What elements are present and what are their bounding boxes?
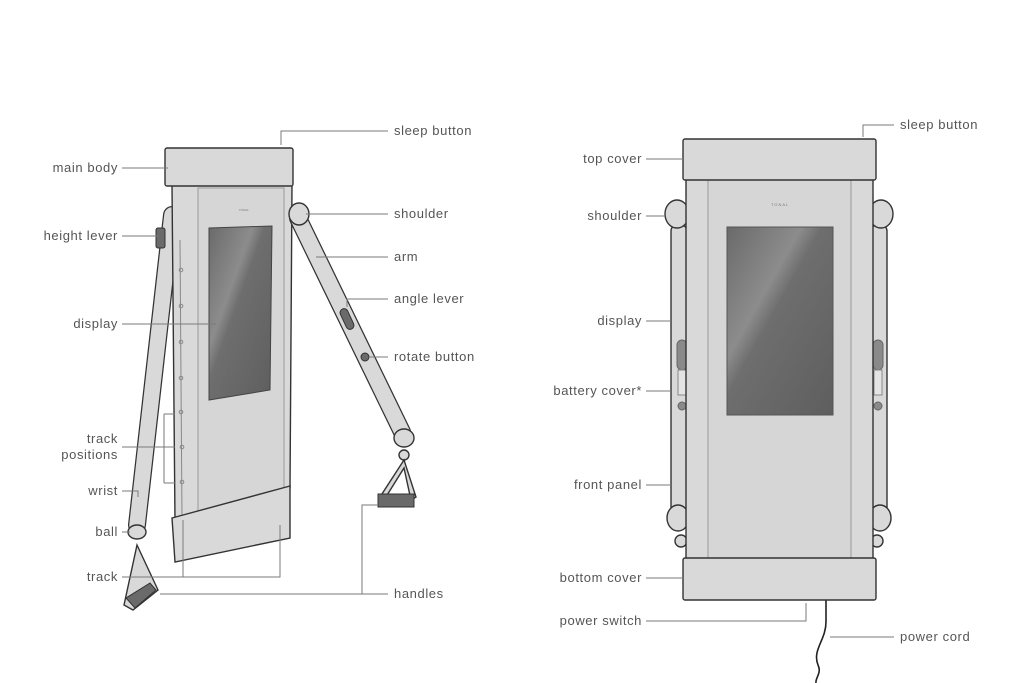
label-sleep-button: sleep button [900, 117, 978, 132]
label-ball: ball [95, 524, 118, 539]
label-track: track [87, 569, 118, 584]
left-device: TONAL [44, 123, 475, 611]
label-handles: handles [394, 586, 444, 601]
label-power-cord: power cord [900, 629, 970, 644]
display-screen [208, 225, 273, 401]
right-device: TONAL top cover shoulder display battery… [553, 117, 978, 683]
angle-lever[interactable] [339, 307, 356, 330]
label-bottom-cover: bottom cover [560, 570, 642, 585]
power-cord [815, 600, 827, 683]
brand-mark: TONAL [771, 202, 789, 207]
display-screen [726, 226, 834, 416]
label-wrist: wrist [87, 483, 118, 498]
left-arm [123, 206, 181, 611]
label-arm: arm [394, 249, 418, 264]
left-leader-lines [122, 130, 388, 595]
label-shoulder: shoulder [394, 206, 449, 221]
label-top-cover: top cover [583, 151, 642, 166]
rotate-button[interactable] [360, 352, 370, 362]
label-rotate-button: rotate button [394, 349, 475, 364]
ball-icon [127, 524, 147, 540]
bottom-cover [682, 557, 877, 601]
label-main-body: main body [53, 160, 118, 175]
label-shoulder: shoulder [587, 208, 642, 223]
brand-mark: TONAL [239, 208, 249, 212]
label-track-positions-line2: positions [61, 447, 118, 462]
label-sleep-button: sleep button [394, 123, 472, 138]
label-front-panel: front panel [574, 477, 642, 492]
top-cover [682, 138, 877, 181]
label-display: display [73, 316, 118, 331]
bottom-cover [171, 485, 291, 563]
label-track-positions-line1: track [87, 431, 118, 446]
label-display: display [597, 313, 642, 328]
right-leader-lines [646, 124, 894, 638]
label-power-switch: power switch [560, 613, 642, 628]
right-arm [288, 202, 417, 508]
label-angle-lever: angle lever [394, 291, 464, 306]
label-battery-cover: battery cover* [553, 383, 642, 398]
top-cap [164, 147, 294, 187]
label-height-lever: height lever [44, 228, 118, 243]
track-positions [178, 239, 185, 521]
height-lever[interactable] [155, 227, 166, 249]
battery-cover-right [872, 339, 884, 411]
